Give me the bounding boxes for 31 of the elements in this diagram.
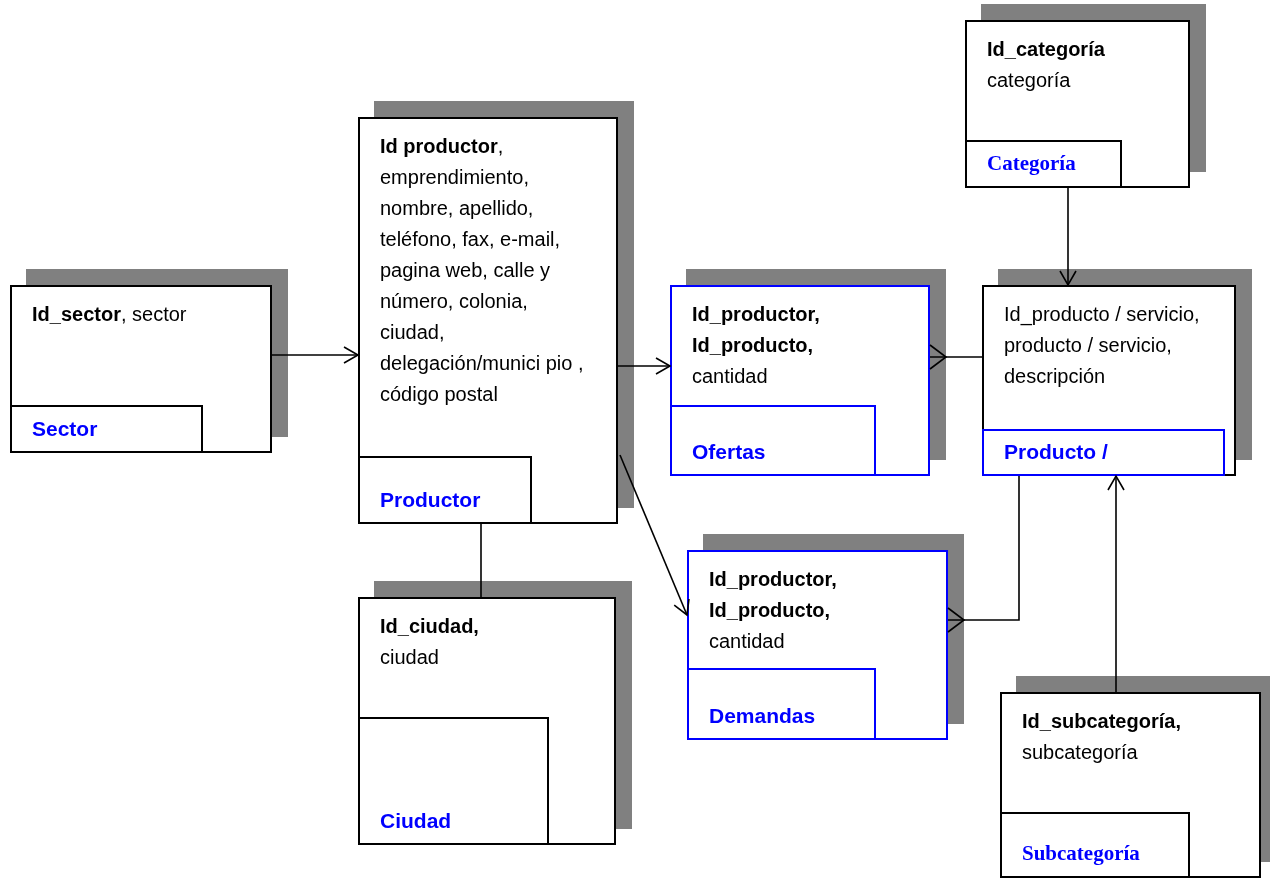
table-name-box [687,668,876,740]
table-name-box [982,429,1225,476]
table-name: Productor [380,488,481,512]
table-name-box [1000,812,1190,878]
table-name-box [358,456,532,524]
arrow [1059,187,1077,286]
arrow [1107,475,1125,693]
arrow [617,357,671,375]
table-name-box [670,405,876,476]
table-name: Demandas [709,704,816,728]
relationship-line [929,344,983,370]
table-name: Categoría [987,151,1076,176]
relationship-line [480,523,482,598]
entity-attributes: Id_ciudad, ciudad [380,614,480,670]
entity-attributes: Id_categoría categoría [987,37,1106,93]
entity-attributes: Id_subcategoría, subcategoría [1022,709,1182,765]
table-name: Subcategoría [1022,841,1140,866]
entity-attributes: Id_productor, Id_producto, cantidad [709,567,838,654]
entity-attributes: Id_productor, Id_producto, cantidad [692,302,821,389]
table-name: Ofertas [692,440,766,464]
table-name: Ciudad [380,809,452,833]
entity-attributes: Id productor, emprendimiento, nombre, apellido, teléfono, fax, e-mail, pagina web, calle y número, colonia, ciudad, delegación/munici pio , código postal [380,134,585,407]
arrow [271,346,359,364]
table-name: Sector [32,417,98,441]
entity-attributes: Id_producto / servicio, producto / servicio, descripción [1004,302,1201,389]
table-name-box [358,717,549,845]
relationship-line [947,475,1020,633]
entity-attributes: Id_sector, sector [32,302,188,327]
table-name-box [10,405,203,453]
table-name: Producto / [1004,440,1108,464]
table-name-box [965,140,1122,188]
